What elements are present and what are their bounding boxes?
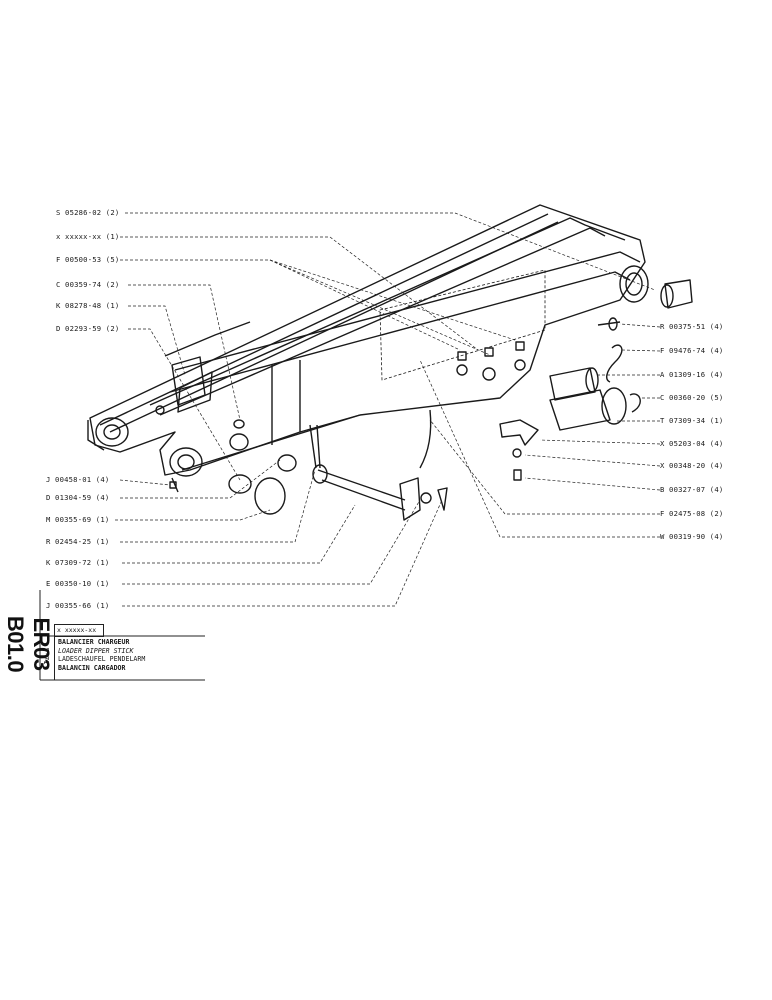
dipper-stick-body <box>89 204 646 476</box>
title-de: LADESCHAUFEL PENDELARM <box>58 655 146 663</box>
lower-left-eye <box>87 417 203 477</box>
part-label-x05203: X 05203-04 (4) <box>660 439 724 448</box>
right-eye-bushing <box>619 265 693 309</box>
title-es: BALANCIN CARGADOR <box>58 663 126 672</box>
part-label-f02475: F 02475-08 (2) <box>660 509 724 518</box>
part-label-xxxx: x xxxxx-xx (1) <box>56 232 120 241</box>
part-label-k07309: K 07309-72 (1) <box>46 558 110 567</box>
part-label-c00359: C 00359-74 (2) <box>56 280 120 289</box>
part-label-f00500: F 00500-53 (5) <box>56 255 120 264</box>
leader-lines <box>115 212 661 607</box>
part-label-c00360: C 00360-20 (5) <box>660 393 724 402</box>
right-pins <box>419 317 641 481</box>
part-label-j00355: J 00355-66 (1) <box>46 601 110 610</box>
part-label-r00375: R 00375-51 (4) <box>660 322 724 331</box>
title-fr: BALANCIER CHARGEUR <box>58 638 130 646</box>
small-parts <box>169 477 179 493</box>
bushings-left <box>228 419 297 515</box>
title-block: BALANCIER CHARGEUR LOADER DIPPER STICK L… <box>54 636 203 680</box>
grease-bosses <box>155 341 526 415</box>
reference-number: x xxxxx-xx <box>54 624 104 637</box>
part-label-m00355: M 00355-69 (1) <box>46 515 110 524</box>
part-label-d01304: D 01304-59 (4) <box>46 493 110 502</box>
part-label-e00350: E 00350-10 (1) <box>46 579 110 588</box>
part-label-k08278: K 08278-48 (1) <box>56 301 120 310</box>
part-label-f09476: F 09476-74 (4) <box>660 346 724 355</box>
part-label-b00327: B 00327-07 (4) <box>660 485 724 494</box>
part-label-t07309: T 07309-34 (1) <box>660 416 724 425</box>
part-label-a01309: A 01309-16 (4) <box>660 370 724 379</box>
part-label-j00458: J 00458-01 (4) <box>46 475 110 484</box>
part-label-x00348: X 00348-20 (4) <box>660 461 724 470</box>
pin-assembly <box>309 424 448 521</box>
drawing-date-text: 5-71 <box>42 647 50 665</box>
title-en: LOADER DIPPER STICK <box>58 646 134 655</box>
part-label-w00319: W 00319-90 (4) <box>660 532 724 541</box>
part-label-d02293: D 02293-59 (2) <box>56 324 120 333</box>
part-label-r02454: R 02454-25 (1) <box>46 537 110 546</box>
part-label-s05286: S 05286-02 (2) <box>56 208 120 217</box>
drawing-date: 5-71 <box>38 636 54 680</box>
